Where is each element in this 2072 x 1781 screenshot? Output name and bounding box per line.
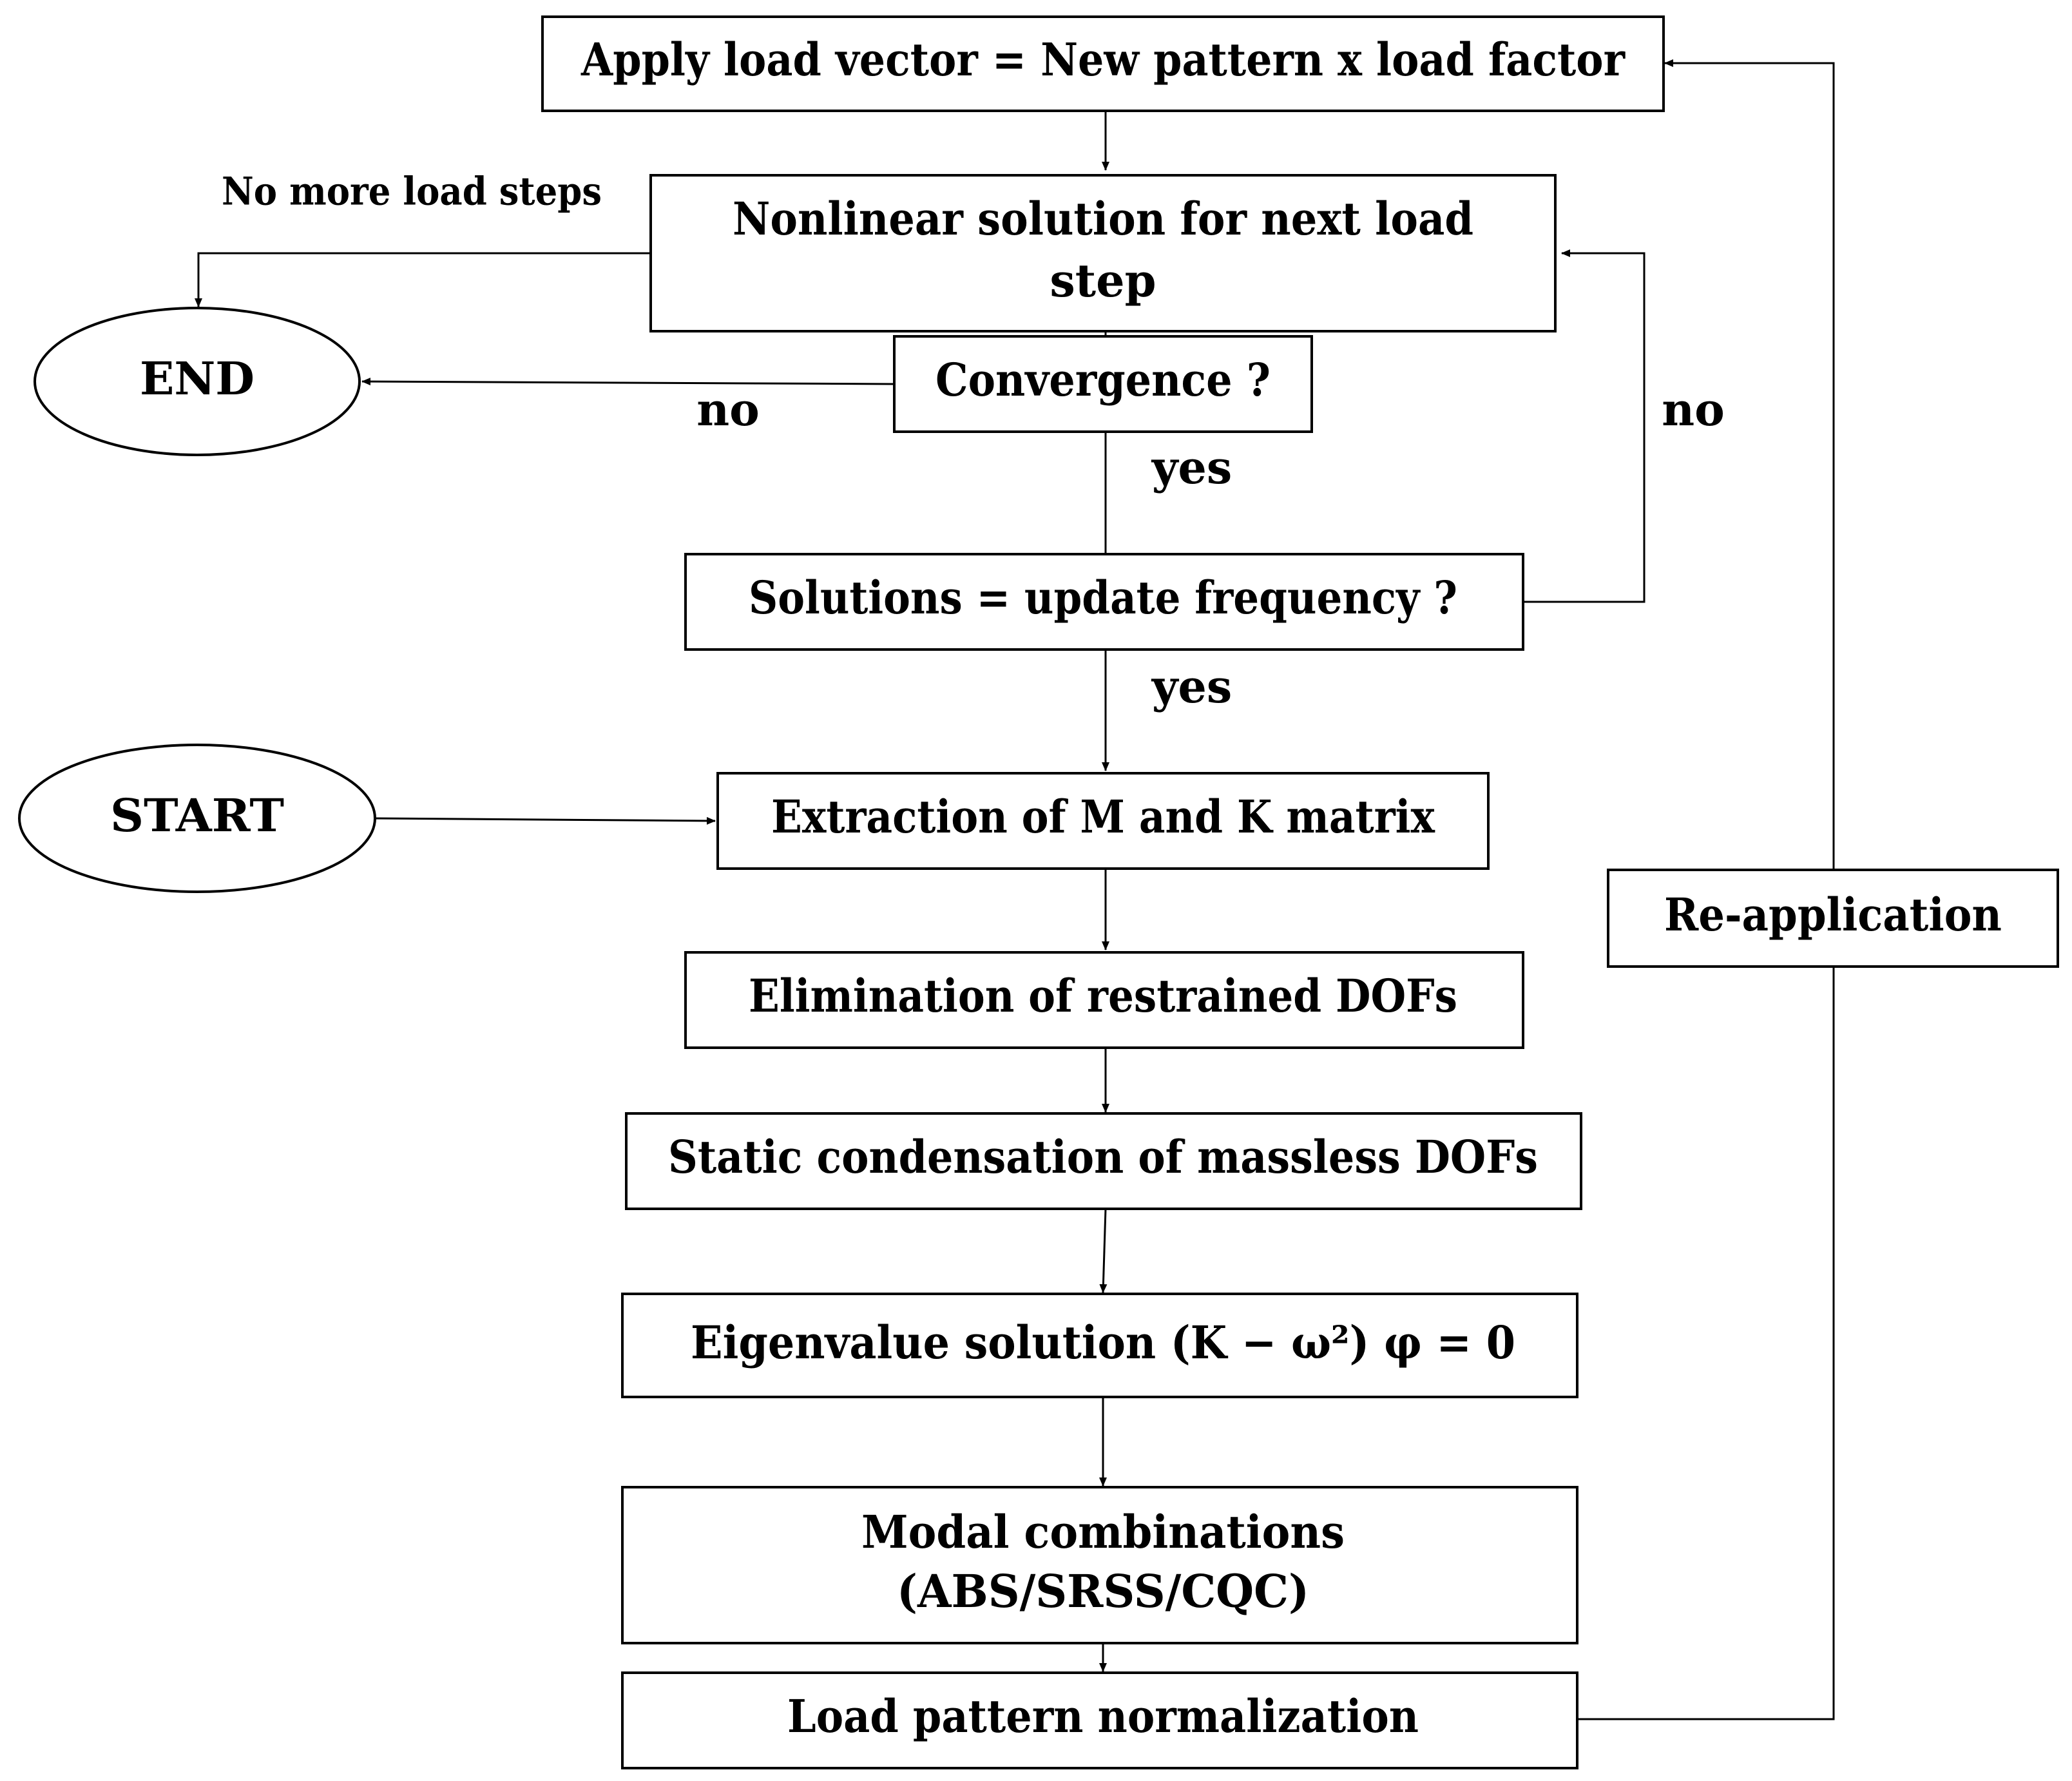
end-label: END [140,352,254,405]
convergence-yes-label: yes [1151,441,1233,494]
labels: Apply load vector = New pattern x load f… [110,33,2002,1743]
load-pattern-label: Load pattern normalization [787,1690,1419,1743]
modal-combinations-box [621,1486,1578,1644]
apply-load-label: Apply load vector = New pattern x load f… [580,33,1626,86]
convergence-box [893,335,1313,433]
modal-label-line2: (ABS/SRSS/CQC) [897,1564,1309,1618]
extraction-box [716,772,1490,870]
modal-label-line1: Modal combinations [861,1505,1345,1559]
solutions-update-box [684,553,1524,651]
connectors [195,59,1835,1720]
reapplication-box [1607,869,2059,968]
connector-condensation-to-eigenvalue [1099,1208,1108,1293]
update-no-label: no [1662,383,1725,436]
process-boxes [18,15,2059,1769]
elimination-box [684,951,1524,1049]
static-condensation-label: Static condensation of massless DOFs [668,1130,1538,1184]
nonlinear-label-line2: step [1050,254,1156,307]
eigenvalue-label: Eigenvalue solution (K − ω²) φ = 0 [691,1316,1515,1369]
elimination-label: Elimination of restrained DOFs [749,969,1457,1023]
eigenvalue-box [621,1293,1578,1398]
start-label: START [110,789,284,842]
nonlinear-solution-box [649,174,1557,332]
connector-start-to-extraction [374,816,716,825]
end-terminal [34,307,361,456]
connector-convergence-no-to-end [361,378,895,386]
start-terminal [18,744,376,893]
solutions-update-label: Solutions = update frequency ? [749,571,1457,624]
apply-load-box [541,15,1665,112]
extraction-label: Extraction of M and K matrix [771,790,1435,843]
static-condensation-box [625,1112,1582,1210]
connector-load-pattern-to-reapplication [1577,967,1835,1720]
connector-update-no-loop [1523,249,1645,603]
reapplication-label: Re-application [1664,888,2002,941]
no-more-load-steps-label: No more load steps [222,169,602,215]
connector-no-more-load-steps [195,252,651,307]
connector-reapplication-to-apply-load [1664,59,1835,870]
update-yes-label: yes [1151,660,1233,713]
nonlinear-label-line1: Nonlinear solution for next load [733,192,1473,245]
convergence-no-label: no [696,383,760,436]
load-pattern-box [621,1671,1578,1769]
convergence-label: Convergence ? [935,353,1271,407]
